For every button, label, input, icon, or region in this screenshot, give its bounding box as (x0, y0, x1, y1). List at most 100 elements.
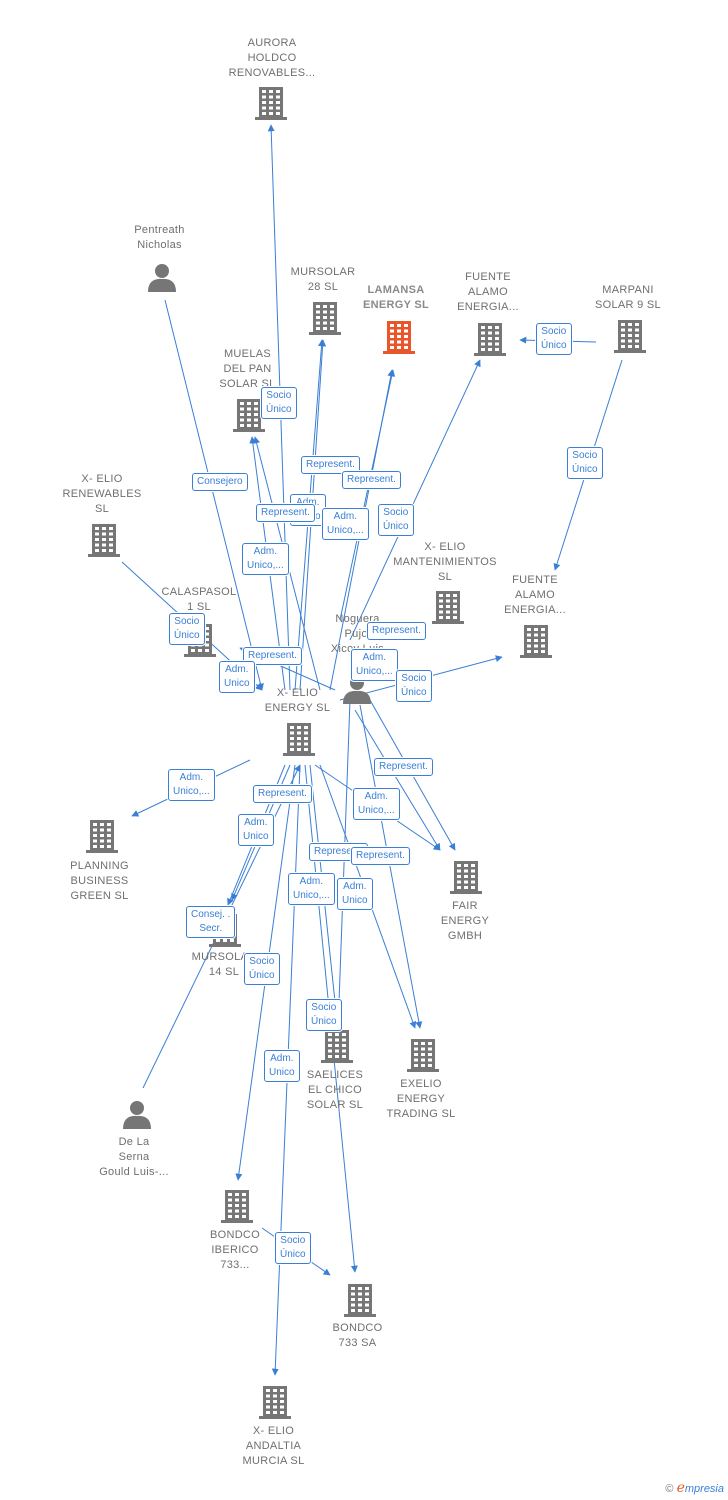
node-fuente-alamo-1[interactable]: FUENTE ALAMO ENERGIA... (443, 270, 533, 315)
relation-badge[interactable]: Socio Único (261, 387, 297, 419)
brand-name: mpresia (684, 1483, 724, 1495)
node-label: De La Serna Gould Luis-... (99, 1136, 169, 1178)
relation-badge[interactable]: Socio Único (306, 999, 342, 1031)
building-icon[interactable] (450, 861, 482, 894)
node-label: MURSOLAR 14 SL (191, 951, 257, 978)
node-xelio-andaltia[interactable]: X- ELIO ANDALTIA MURCIA SL (226, 1424, 321, 1469)
node-label: MURSOLAR 28 SL (290, 266, 356, 293)
node-planning[interactable]: PLANNING BUSINESS GREEN SL (52, 859, 147, 904)
node-noguera[interactable]: Noguera Pujol Xicoy Luis (315, 612, 400, 657)
node-lamansa[interactable]: LAMANSA ENERGY SL (346, 283, 446, 313)
relation-badge[interactable]: Socio Único (169, 613, 205, 645)
edge-27 (334, 699, 351, 1031)
relation-badge[interactable]: Adm. Unico,... (168, 769, 215, 801)
relation-badge[interactable]: Represent. (342, 471, 401, 489)
node-xelio-energy[interactable]: X- ELIO ENERGY SL (250, 686, 345, 716)
node-fair-energy[interactable]: FAIR ENERGY GMBH (425, 899, 505, 944)
building-icon[interactable] (88, 524, 120, 557)
node-xelio-mantenimientos[interactable]: X- ELIO MANTENIMIENTOS SL (385, 540, 505, 585)
relation-badge[interactable]: Socio Único (396, 670, 432, 702)
node-label: AURORA HOLDCO RENOVABLES... (228, 37, 316, 79)
building-icon[interactable] (86, 820, 118, 853)
building-icon[interactable] (520, 625, 552, 658)
edge-1 (164, 299, 264, 691)
relation-badge[interactable]: Represent. (367, 622, 426, 640)
node-fuente-alamo-2[interactable]: FUENTE ALAMO ENERGIA... (490, 573, 580, 618)
node-label: LAMANSA ENERGY SL (362, 284, 430, 311)
building-icon[interactable] (383, 321, 415, 354)
relation-badge[interactable]: Adm. Unico,... (353, 788, 400, 820)
building-icon[interactable] (255, 87, 287, 120)
relation-badge[interactable]: Represent. (351, 847, 410, 865)
building-icon[interactable] (432, 591, 464, 624)
relation-badge[interactable]: Socio Único (275, 1232, 311, 1264)
node-xelio-renewables[interactable]: X- ELIO RENEWABLES SL (52, 472, 152, 517)
relation-badge[interactable]: Represent. (374, 758, 433, 776)
edge-16 (354, 709, 441, 851)
node-exelio[interactable]: EXELIO ENERGY TRADING SL (375, 1077, 467, 1122)
relation-badge[interactable]: Adm. Unico (238, 814, 274, 846)
relation-badge[interactable]: Socio Único (536, 323, 572, 355)
node-calaspasol[interactable]: CALASPASOL 1 SL (153, 585, 245, 615)
node-bondco-iberico[interactable]: BONDCO IBERICO 733... (190, 1228, 280, 1273)
relation-badge[interactable]: Represent. (301, 456, 360, 474)
node-label: FAIR ENERGY GMBH (440, 900, 490, 942)
node-label: Pentreath Nicholas (134, 224, 185, 251)
node-pentreath[interactable]: Pentreath Nicholas (112, 223, 207, 253)
node-mursolar14[interactable]: MURSOLAR 14 SL (180, 950, 268, 980)
building-icon[interactable] (221, 1190, 253, 1223)
person-icon[interactable] (148, 264, 176, 292)
node-label: X- ELIO RENEWABLES SL (62, 473, 142, 515)
relation-badge[interactable]: Adm. Unico,... (351, 649, 398, 681)
building-icon[interactable] (407, 1039, 439, 1072)
node-label: CALASPASOL 1 SL (161, 586, 237, 613)
relation-badge[interactable]: Adm. Unico (219, 661, 255, 693)
brand-initial: e (676, 1480, 685, 1496)
relation-badge[interactable]: Socio Único (378, 504, 414, 536)
relation-badge[interactable]: Consej. . Secr. (186, 906, 236, 938)
node-de-la-serna[interactable]: De La Serna Gould Luis-... (85, 1135, 183, 1180)
node-bondco-733[interactable]: BONDCO 733 SA (315, 1321, 400, 1351)
relation-badge[interactable]: Represent. (243, 647, 302, 665)
copyright[interactable]: © empresia (665, 1480, 724, 1496)
building-icon[interactable] (309, 302, 341, 335)
relation-badge[interactable]: Consejero (192, 473, 248, 491)
building-icon[interactable] (259, 1386, 291, 1419)
relation-badge[interactable]: Adm. Unico (337, 878, 373, 910)
node-label: SAELICES EL CHICO SOLAR SL (306, 1069, 364, 1111)
node-label: X- ELIO MANTENIMIENTOS SL (393, 541, 497, 583)
node-label: BONDCO 733 SA (332, 1322, 383, 1349)
edge-4 (349, 359, 481, 641)
edge-15 (359, 704, 423, 1029)
relation-badge[interactable]: Adm. Unico,... (322, 508, 369, 540)
relation-badge[interactable]: Adm. Unico,... (242, 543, 289, 575)
node-label: FUENTE ALAMO ENERGIA... (504, 574, 566, 616)
node-label: MARPANI SOLAR 9 SL (595, 284, 661, 311)
building-icon[interactable] (233, 399, 265, 432)
node-label: BONDCO IBERICO 733... (209, 1229, 261, 1271)
building-icon[interactable] (321, 1030, 353, 1063)
node-label: PLANNING BUSINESS GREEN SL (70, 860, 129, 902)
node-saelices[interactable]: SAELICES EL CHICO SOLAR SL (290, 1068, 380, 1113)
node-muelas[interactable]: MUELAS DEL PAN SOLAR SL (205, 347, 290, 392)
node-label: X- ELIO ANDALTIA MURCIA SL (242, 1425, 305, 1467)
node-aurora[interactable]: AURORA HOLDCO RENOVABLES... (222, 36, 322, 81)
node-label: FUENTE ALAMO ENERGIA... (457, 271, 519, 313)
node-label: EXELIO ENERGY TRADING SL (386, 1078, 456, 1120)
node-marpani[interactable]: MARPANI SOLAR 9 SL (582, 283, 674, 313)
node-label: X- ELIO ENERGY SL (264, 687, 331, 714)
building-icon[interactable] (283, 723, 315, 756)
node-label: Noguera Pujol Xicoy Luis (330, 613, 384, 655)
relation-badge[interactable]: Adm. Unico,... (288, 873, 335, 905)
building-icon[interactable] (614, 320, 646, 353)
relation-badge[interactable]: Represent. (256, 504, 315, 522)
building-icon[interactable] (474, 323, 506, 356)
relation-badge[interactable]: Socio Único (567, 447, 603, 479)
building-icon[interactable] (344, 1284, 376, 1317)
relation-badge[interactable]: Represent. (253, 785, 312, 803)
person-icon[interactable] (123, 1101, 151, 1129)
node-mursolar28[interactable]: MURSOLAR 28 SL (278, 265, 368, 295)
relation-badge[interactable]: Adm. Unico (264, 1050, 300, 1082)
relation-badge[interactable]: Socio Único (244, 953, 280, 985)
